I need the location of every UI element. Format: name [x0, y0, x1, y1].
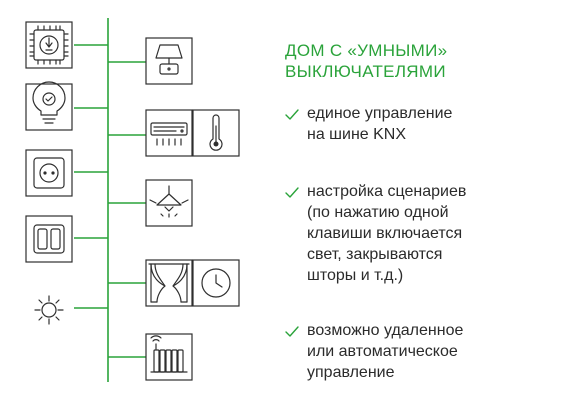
feature-text: настройка сценариев (по нажатию одной кл… [307, 183, 467, 284]
sun-icon [34, 295, 64, 325]
title-line-1: ДОМ С «УМНЫМИ» [285, 41, 448, 60]
checkmark-icon [285, 326, 299, 337]
power-socket-icon [25, 149, 73, 197]
feature-item: настройка сценариев (по нажатию одной кл… [285, 181, 565, 286]
table-lamp-icon [145, 37, 193, 85]
knx-bus-diagram [25, 18, 240, 382]
checkmark-icon [285, 187, 299, 198]
feature-item: возможно удаленное или автоматическое уп… [285, 320, 565, 383]
air-conditioner-icon [145, 109, 193, 157]
smart-bulb-icon [25, 81, 73, 131]
feature-text: возможно удаленное или автоматическое уп… [307, 322, 464, 381]
radiator-icon [145, 333, 193, 381]
checkmark-icon [285, 109, 299, 120]
switch-icon [25, 215, 73, 263]
curtains-icon [145, 259, 193, 307]
bus-lines [74, 18, 146, 382]
page-title: ДОМ С «УМНЫМИ» ВЫКЛЮЧАТЕЛЯМИ [285, 40, 555, 82]
ceiling-light-icon [145, 179, 193, 227]
thermometer-icon [192, 109, 240, 157]
title-line-2: ВЫКЛЮЧАТЕЛЯМИ [285, 62, 446, 81]
controller-chip-icon [25, 21, 73, 69]
feature-text: единое управление на шине KNX [307, 105, 453, 143]
clock-icon [192, 259, 240, 307]
feature-item: единое управление на шине KNX [285, 103, 565, 145]
